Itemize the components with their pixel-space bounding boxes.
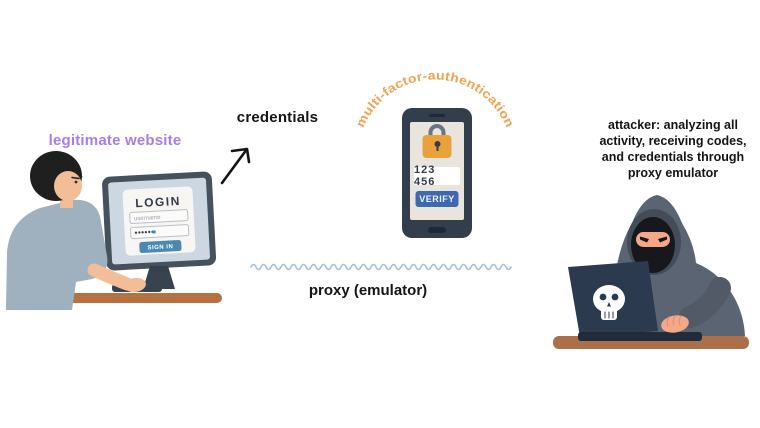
attacker-caption-line: attacker: analyzing all — [608, 118, 738, 132]
desk-left — [66, 293, 222, 303]
person-forearm — [87, 263, 134, 291]
attacker-left-eye — [640, 236, 649, 243]
login-title: LOGIN — [135, 194, 181, 210]
lock-icon — [422, 135, 452, 158]
password-cursor-dot — [152, 230, 156, 234]
attacker-illustration — [553, 195, 749, 349]
otp-code: 123 456 — [414, 164, 436, 188]
verify-label: VERIFY — [419, 194, 455, 204]
person-eyebrow — [71, 176, 80, 180]
username-placeholder: username — [134, 215, 162, 222]
attacker-caption-line: activity, receiving codes, — [599, 134, 747, 148]
credentials-label: credentials — [236, 109, 319, 126]
attacker-right-eye — [658, 236, 667, 243]
attacker-caption: attacker: analyzing all activity, receiv… — [578, 117, 760, 181]
skull-icon — [593, 285, 625, 320]
legitimate-website-label: legitimate website — [48, 132, 182, 149]
person-figure — [6, 151, 146, 310]
proxy-label: proxy (emulator) — [308, 282, 428, 299]
person-face — [54, 171, 82, 201]
phone: 123 456 VERIFY — [402, 108, 472, 238]
password-field: •••••• — [129, 224, 190, 239]
phone-home-button — [428, 227, 446, 233]
password-dots: •••••• — [134, 227, 154, 237]
arrow-icon — [220, 147, 251, 185]
person-torso — [6, 199, 108, 310]
login-card: LOGIN username •••••• SIGN IN — [122, 186, 196, 256]
monitor-stand — [143, 266, 175, 289]
keyhole — [434, 141, 440, 151]
attacker-fingers — [666, 315, 682, 327]
verify-button: VERIFY — [415, 191, 459, 207]
lock-shackle — [428, 124, 446, 139]
phone-screen: 123 456 VERIFY — [410, 122, 464, 220]
username-field: username — [129, 209, 189, 224]
attacker-caption-line: and credentials through — [601, 150, 745, 164]
person-hand — [124, 277, 146, 293]
wavy-line — [250, 263, 512, 271]
user-at-computer-illustration: LOGIN username •••••• SIGN IN — [6, 151, 222, 310]
phone-speaker — [429, 114, 445, 117]
laptop-keyboard — [578, 332, 702, 341]
person-hair-fringe — [42, 158, 83, 178]
person-eye — [74, 180, 78, 184]
attacker-sleeve — [679, 277, 731, 328]
attacker-caption-line: proxy emulator — [627, 166, 719, 180]
sign-in-label: SIGN IN — [147, 244, 173, 251]
attacker-eye-band — [636, 232, 670, 247]
monitor: LOGIN username •••••• SIGN IN — [102, 171, 217, 271]
otp-code-box: 123 456 — [414, 164, 460, 188]
sign-in-button: SIGN IN — [139, 240, 182, 253]
